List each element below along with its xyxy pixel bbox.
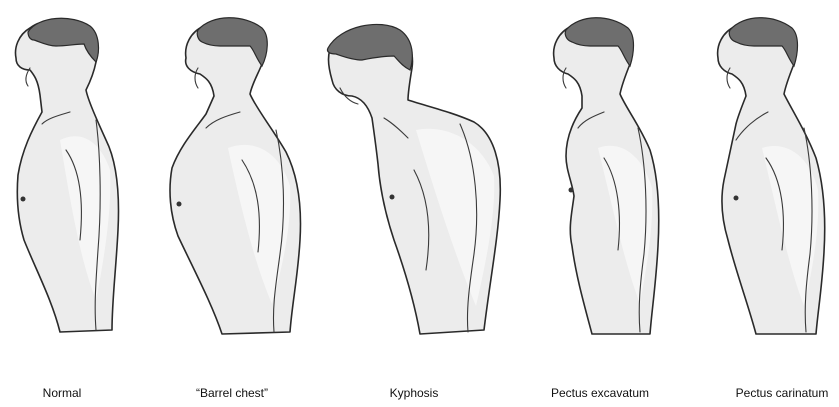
caption-normal: Normal (43, 386, 82, 400)
caption-pectus-carinatum: Pectus carinatum (736, 386, 829, 400)
torso-barrel-chest (170, 18, 300, 334)
caption-pectus-excavatum: Pectus excavatum (551, 386, 649, 400)
torso-kyphosis (327, 24, 500, 334)
torso-normal (16, 18, 119, 332)
torso-pectus-excavatum (554, 18, 659, 334)
torso-pectus-carinatum (718, 18, 825, 334)
caption-kyphosis: Kyphosis (390, 386, 439, 400)
caption-barrel-chest: “Barrel chest” (196, 386, 268, 400)
